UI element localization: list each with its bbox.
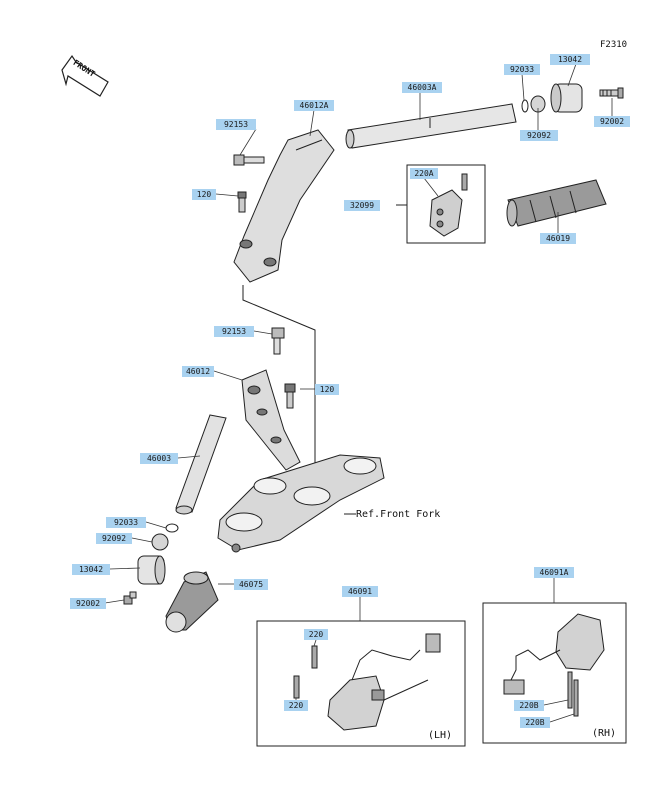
callout-92033-top[interactable]: 92033	[504, 64, 540, 75]
callout-92092-top[interactable]: 92092	[520, 130, 558, 141]
left-grip	[165, 571, 219, 633]
callout-92153-top[interactable]: 92153	[216, 119, 256, 130]
handlebar-holder-lower	[241, 369, 301, 471]
callout-120-mid[interactable]: 120	[315, 384, 339, 395]
callout-220a[interactable]: 220A	[410, 168, 438, 179]
callout-120-top[interactable]: 120	[192, 189, 216, 200]
front-arrow-icon	[61, 54, 109, 97]
callout-92002-top[interactable]: 92002	[594, 116, 630, 127]
callout-46003[interactable]: 46003	[140, 453, 178, 464]
callout-92002-bottom[interactable]: 92002	[70, 598, 106, 609]
callout-13042-bottom[interactable]: 13042	[72, 564, 110, 575]
callout-46075[interactable]: 46075	[234, 579, 268, 590]
callout-220b-lower[interactable]: 220B	[520, 717, 550, 728]
handlebar-pipe-right	[345, 103, 517, 149]
callout-46012[interactable]: 46012	[182, 366, 214, 377]
callout-46091a[interactable]: 46091A	[534, 567, 574, 578]
rh-box-label: (RH)	[592, 728, 617, 739]
callout-46003a[interactable]: 46003A	[402, 82, 442, 93]
handlebar-holder-upper	[233, 129, 335, 283]
bar-end-weight-bottom	[137, 555, 166, 585]
throttle-housing	[429, 173, 468, 237]
figure-code: F2310	[600, 40, 628, 50]
callout-13042-top[interactable]: 13042	[550, 54, 590, 65]
callout-92153-mid[interactable]: 92153	[214, 326, 254, 337]
callout-92092-bottom[interactable]: 92092	[96, 533, 132, 544]
callout-220-upper[interactable]: 220	[304, 629, 328, 640]
throttle-grip	[506, 179, 607, 227]
right-switch-housing	[503, 613, 605, 695]
callout-220-lower[interactable]: 220	[284, 700, 308, 711]
lh-box-label: (LH)	[428, 730, 453, 741]
callout-46091[interactable]: 46091	[342, 586, 378, 597]
handlebar-pipe-left	[175, 414, 227, 515]
callout-220b-upper[interactable]: 220B	[514, 700, 544, 711]
callout-92033-bottom[interactable]: 92033	[106, 517, 146, 528]
callout-46012a[interactable]: 46012A	[294, 100, 334, 111]
callout-46019[interactable]: 46019	[540, 233, 576, 244]
bar-end-weight-top	[550, 83, 583, 113]
ref-front-fork: Ref.Front Fork	[356, 509, 441, 520]
steering-stem-head	[217, 454, 385, 553]
callout-32099[interactable]: 32099	[344, 200, 380, 211]
left-switch-housing	[327, 633, 441, 731]
